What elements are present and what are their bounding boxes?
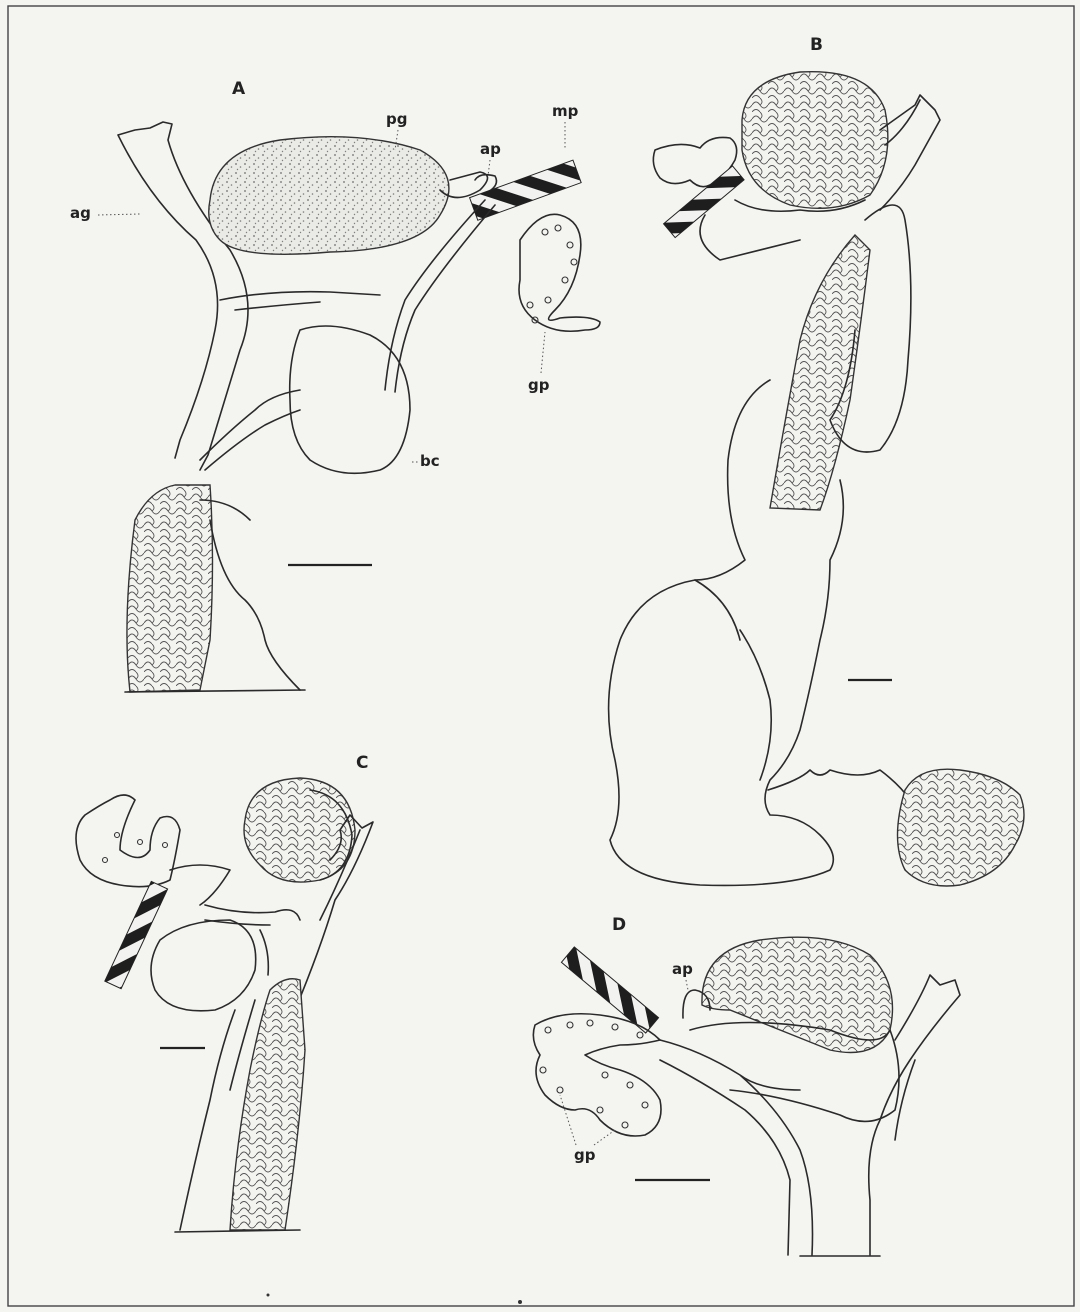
- label-gp-a: gp: [528, 376, 550, 394]
- print-dot: [267, 1294, 270, 1297]
- baseline-c: [175, 1230, 300, 1232]
- label-gp-d: gp: [574, 1146, 596, 1164]
- spermoviduct: [127, 485, 213, 692]
- gp-gland-c: [76, 795, 180, 887]
- gp-duct-c: [170, 865, 230, 905]
- prostate-gland: [209, 137, 449, 255]
- muscle-band-d: [561, 947, 658, 1033]
- label-pg: pg: [386, 110, 407, 128]
- muscle-band-c: [105, 881, 168, 988]
- panel-d: D ap gp: [533, 915, 960, 1256]
- ovotestis-b: [898, 769, 1025, 886]
- ducts-d: [660, 1040, 813, 1255]
- vas-deferens-b: [700, 200, 865, 260]
- label-ap: ap: [480, 140, 501, 158]
- panel-b-letter: B: [810, 35, 823, 55]
- panel-a: A pg ap mp: [70, 79, 600, 692]
- panel-c: C: [76, 753, 373, 1232]
- prostate-gland-b: [742, 72, 888, 209]
- prostate-gland-d: [702, 937, 893, 1052]
- muscle-band: [470, 160, 582, 220]
- hermaphrodite-duct: [768, 770, 910, 800]
- gp-gland: [519, 214, 600, 331]
- tube-top-b: [880, 95, 940, 210]
- panel-b: B: [609, 35, 1024, 886]
- label-bc: bc: [420, 452, 440, 470]
- oviduct-a: [220, 292, 380, 310]
- panel-d-letter: D: [612, 915, 626, 935]
- label-ag: ag: [70, 204, 91, 222]
- muscle-band-b: [664, 166, 745, 238]
- bursa-c: [151, 920, 256, 1011]
- panel-a-letter: A: [232, 79, 246, 99]
- prostate-gland-c: [244, 778, 355, 882]
- inner-lobe-b: [695, 580, 771, 780]
- print-dot: [518, 1300, 522, 1304]
- label-ap-d: ap: [672, 960, 693, 978]
- label-mp: mp: [552, 102, 579, 120]
- panel-c-letter: C: [356, 753, 368, 773]
- lower-body: [200, 500, 300, 690]
- segmented-duct-b: [770, 235, 870, 510]
- spermoviduct-c: [230, 979, 305, 1230]
